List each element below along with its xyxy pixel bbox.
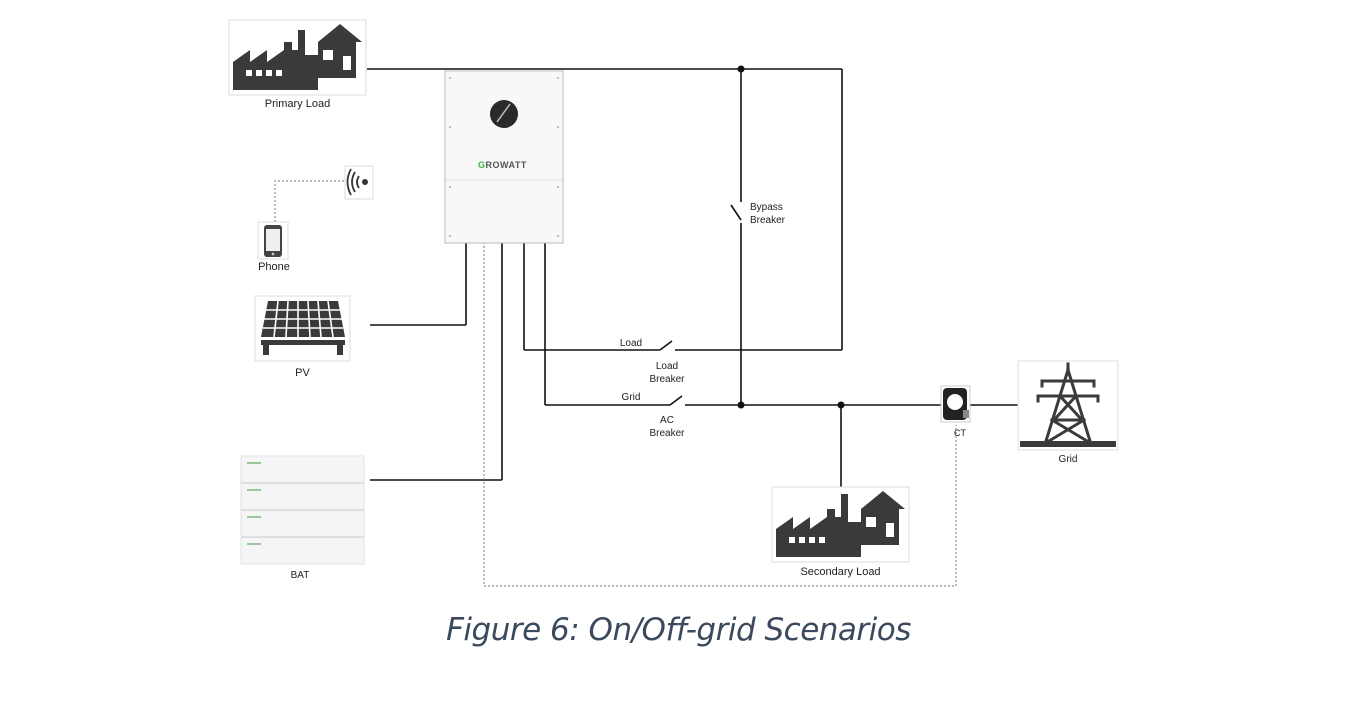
comm-lines xyxy=(274,180,957,587)
phone-icon xyxy=(257,221,289,260)
ac-breaker-label: AC Breaker xyxy=(649,415,685,439)
figure-caption: Figure 6: On/Off-grid Scenarios xyxy=(446,612,911,648)
bat-label: BAT xyxy=(290,570,310,581)
battery-icon xyxy=(240,455,365,565)
wifi-icon xyxy=(344,165,374,200)
primary-load-label: Primary Load xyxy=(264,98,331,110)
load-breaker-switch xyxy=(659,340,673,351)
secondary-load-icon xyxy=(771,486,910,563)
load-line-label: Load xyxy=(619,338,643,349)
bypass-breaker-label: Bypass Breaker xyxy=(750,202,786,226)
pv-label: PV xyxy=(295,367,310,379)
junction-secondary xyxy=(837,401,845,409)
primary-load-icon xyxy=(228,19,367,96)
inverter-brand-logo: GROWATT xyxy=(478,160,527,170)
wifi-phone-link xyxy=(274,180,344,222)
ct-label: CT xyxy=(954,428,966,438)
inverter xyxy=(444,70,564,244)
junction-top xyxy=(737,65,745,73)
pv-panel-icon xyxy=(254,295,351,362)
junction-bypass-grid xyxy=(737,401,745,409)
ct-comm-link xyxy=(483,242,957,587)
load-breaker-label: Load Breaker xyxy=(649,361,685,385)
secondary-load-label: Secondary Load xyxy=(800,566,881,578)
bypass-switch xyxy=(730,204,742,221)
wiring xyxy=(367,68,1018,488)
inverter-display xyxy=(490,100,518,128)
phone-label: Phone xyxy=(258,261,290,273)
grid-tower-icon xyxy=(1017,360,1119,451)
grid-line-label: Grid xyxy=(621,392,641,403)
ct-icon xyxy=(940,385,971,423)
grid-label: Grid xyxy=(1058,454,1078,465)
ac-breaker-switch xyxy=(669,395,683,406)
